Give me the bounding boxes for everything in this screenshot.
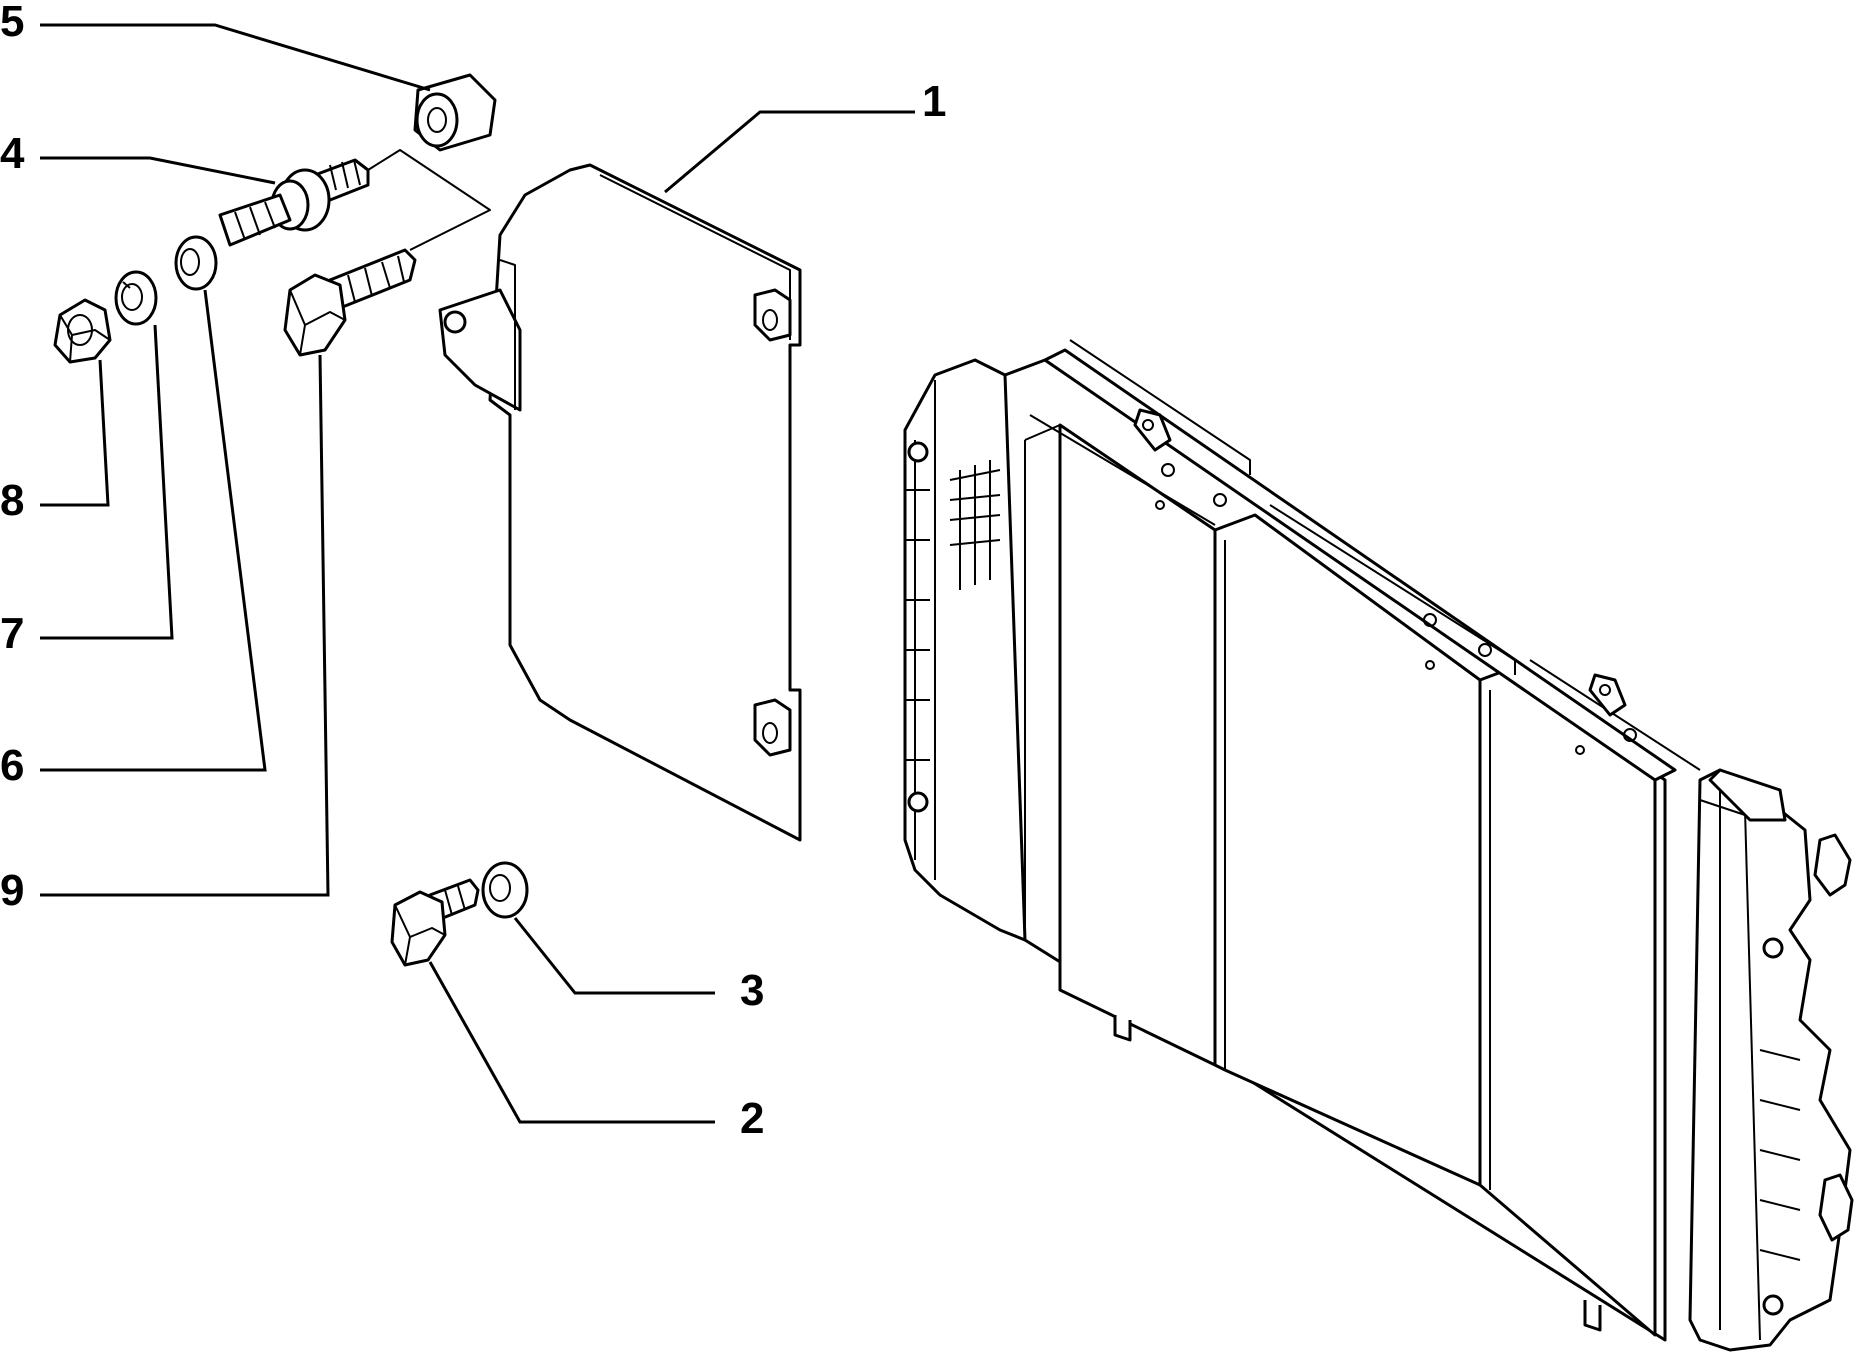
- callout-2: 2: [740, 1094, 764, 1143]
- heat-shield-plate: [438, 163, 802, 842]
- flat-washer-lower: [481, 861, 529, 919]
- callout-labels: 1 5 4 8 7 6 9 3 2: [0, 0, 946, 1143]
- callout-1: 1: [922, 77, 946, 126]
- hex-nut: [53, 298, 112, 364]
- leader-lines: [40, 23, 915, 1124]
- radiator: [903, 339, 1854, 1352]
- callout-9: 9: [0, 866, 24, 915]
- spring-washer: [114, 270, 158, 326]
- long-hex-bolt: [283, 248, 417, 357]
- flanged-stud: [218, 158, 370, 247]
- flat-washer-upper: [174, 235, 218, 291]
- callout-4: 4: [0, 129, 25, 178]
- spacer-sleeve: [413, 73, 497, 152]
- callout-7: 7: [0, 609, 24, 658]
- short-hex-bolt: [390, 878, 480, 967]
- callout-6: 6: [0, 741, 24, 790]
- callout-3: 3: [740, 966, 764, 1015]
- callout-5: 5: [0, 0, 24, 46]
- callout-8: 8: [0, 476, 24, 525]
